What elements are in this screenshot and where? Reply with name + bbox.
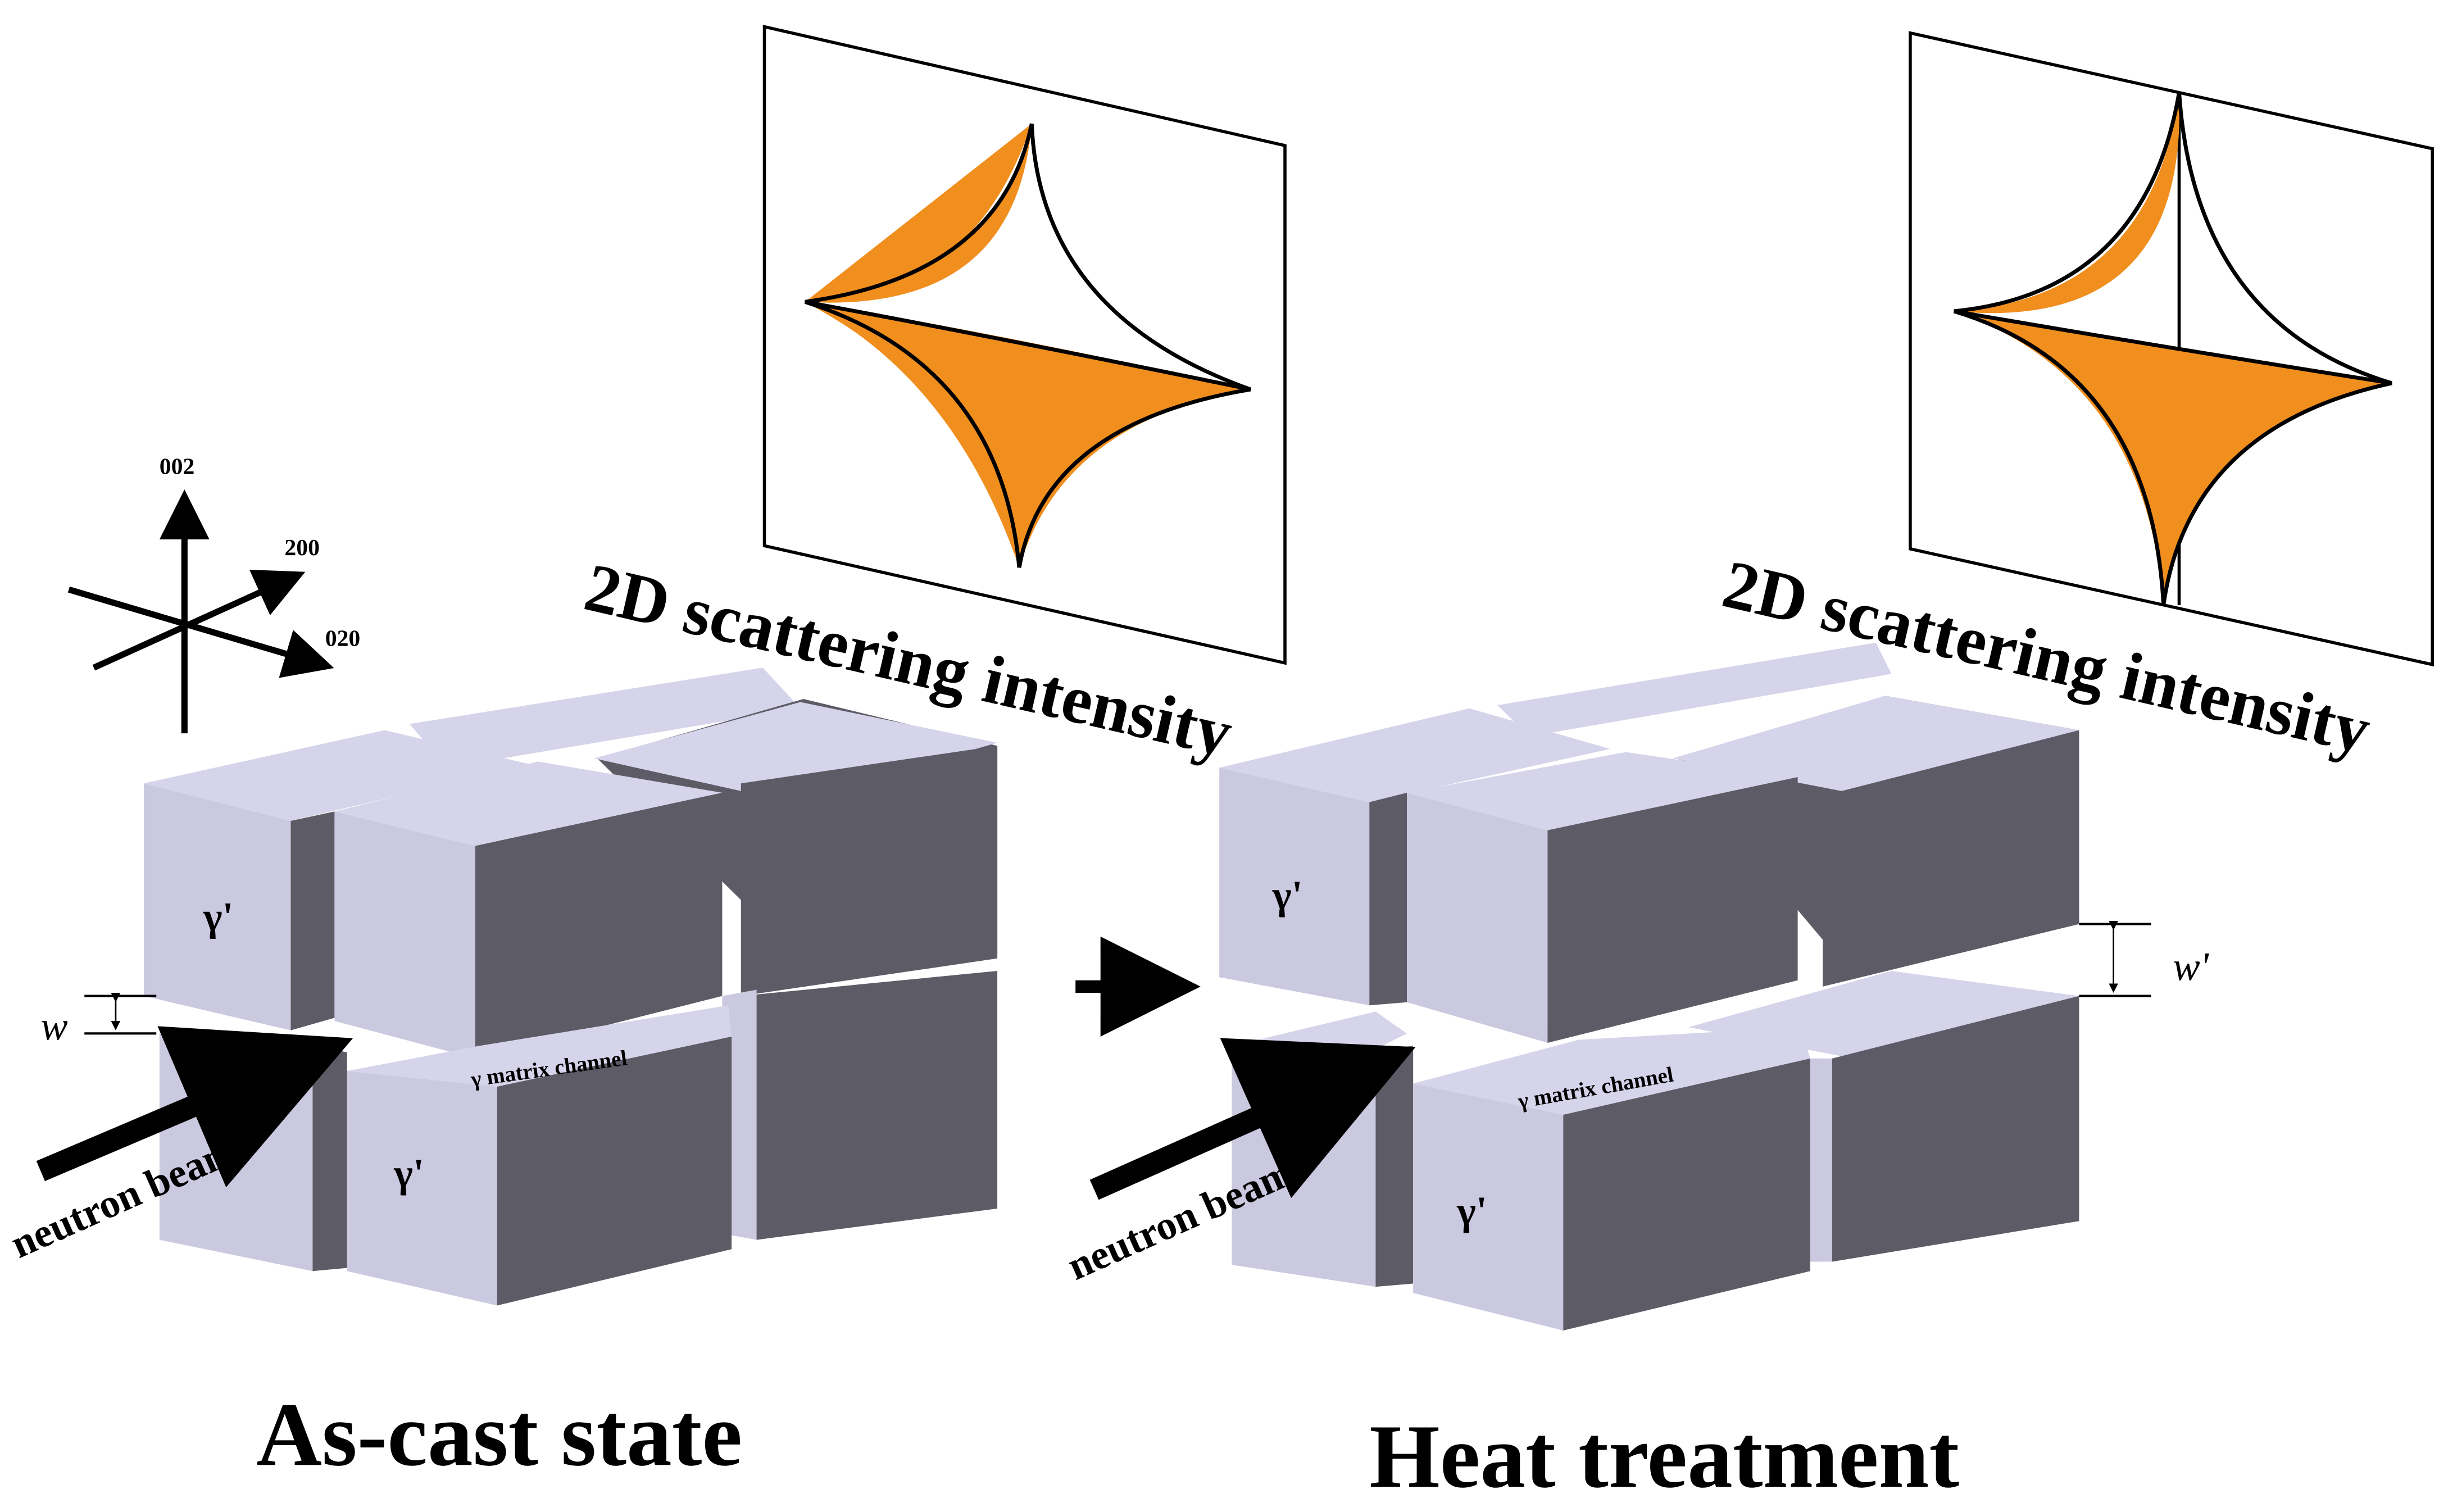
right-state-title: Heat treatment <box>1369 1406 1959 1506</box>
right-width-marker <box>2079 921 2151 997</box>
left-state-title: As-cast state <box>256 1384 742 1484</box>
right-cube-cluster <box>1219 642 2079 1331</box>
axis-label-002: 002 <box>160 453 195 479</box>
left-neutron-beam-arrow <box>36 1026 353 1188</box>
left-width-label: w <box>40 1004 67 1048</box>
axis-triad: 002 200 020 <box>67 453 361 734</box>
right-width-label: w' <box>2173 945 2209 989</box>
axis-label-200: 200 <box>284 535 320 561</box>
right-gamma-prime-top: γ' <box>1272 873 1303 918</box>
left-gamma-prime-top: γ' <box>203 895 234 939</box>
left-gamma-prime-bottom: γ' <box>393 1151 424 1196</box>
right-gamma-prime-bottom: γ' <box>1456 1188 1487 1233</box>
right-neutron-beam-arrow <box>1089 1038 1416 1200</box>
left-width-marker <box>84 993 157 1035</box>
left-cube-cluster <box>143 668 998 1306</box>
axis-label-020: 020 <box>325 625 361 651</box>
left-detector-panel <box>762 25 1287 665</box>
right-detector-panel <box>1909 31 2434 667</box>
